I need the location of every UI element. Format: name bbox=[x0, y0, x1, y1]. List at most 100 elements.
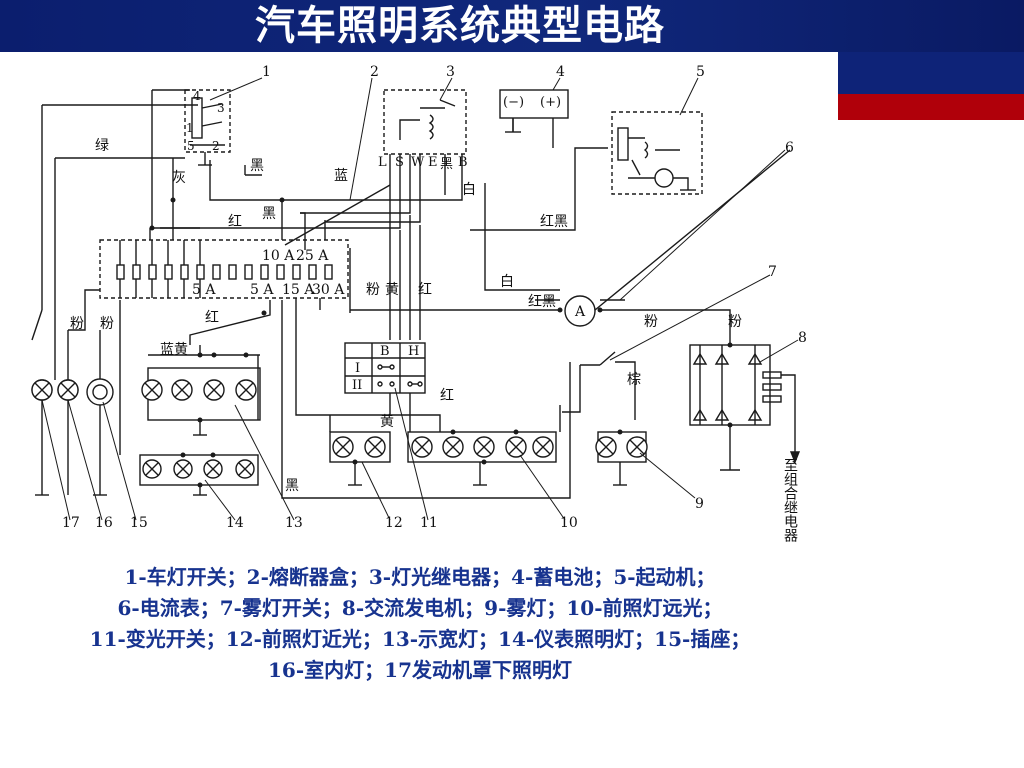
battery-positive: (+) bbox=[540, 95, 561, 110]
callout-1: 1 bbox=[262, 64, 271, 80]
wire-label-white: 白 bbox=[500, 274, 514, 290]
wire-label-black: 黑 bbox=[285, 478, 299, 494]
legend-line: 11-变光开关；12-前照灯近光；13-示宽灯；14-仪表照明灯；15-插座； bbox=[89, 627, 751, 651]
lamp-icon bbox=[411, 436, 433, 458]
dimmer-row-2: II bbox=[352, 378, 362, 393]
lamp-icon bbox=[332, 436, 354, 458]
lamp-icon bbox=[203, 379, 225, 401]
switch-terminals: 4 3 1 5 2 bbox=[186, 89, 225, 153]
lamp-icon bbox=[141, 379, 163, 401]
wire-label-red: 红 bbox=[228, 214, 242, 230]
fuse-rating-25a: 25 A bbox=[296, 248, 329, 264]
wire-label-yellow: 黄 bbox=[380, 413, 394, 430]
to-combination-relay: 至组合继电器 bbox=[782, 458, 798, 542]
callout-10: 10 bbox=[560, 515, 578, 531]
dimmer-row-1: I bbox=[355, 361, 360, 376]
callout-16: 16 bbox=[95, 515, 113, 531]
switch-terminal-2: 2 bbox=[212, 139, 220, 153]
fuse-row bbox=[116, 264, 333, 280]
callout-4: 4 bbox=[556, 64, 565, 80]
fuse-rating-30a: 30 A bbox=[312, 282, 345, 298]
junction-dots bbox=[149, 197, 733, 488]
fuse-rating-5a: 5 A bbox=[250, 282, 274, 298]
wire-label-black: 黑 bbox=[250, 158, 264, 174]
lamp-icon bbox=[171, 379, 193, 401]
callout-17: 17 bbox=[62, 515, 80, 531]
callout-11: 11 bbox=[420, 515, 438, 531]
switch-terminal-4: 4 bbox=[193, 89, 201, 103]
relay-terminal-s: S bbox=[395, 155, 404, 170]
slide-title: 汽车照明系统典型电路 bbox=[255, 3, 665, 49]
battery-negative: (−) bbox=[503, 95, 524, 110]
wire-label-red: 红 bbox=[440, 388, 454, 404]
switch-terminal-1: 1 bbox=[186, 121, 194, 135]
callout-7: 7 bbox=[768, 264, 777, 280]
wire-label-red: 红 bbox=[205, 310, 219, 326]
relay-terminal-w: W bbox=[411, 155, 425, 170]
lamp-icon bbox=[364, 436, 386, 458]
relay-terminal-b: B bbox=[458, 155, 468, 170]
relay-terminal-l: L bbox=[378, 155, 387, 170]
callout-13: 13 bbox=[285, 515, 303, 531]
dimmer-col-h: H bbox=[408, 344, 419, 359]
lamp-icon bbox=[532, 436, 554, 458]
wiring-diagram: 1 2 3 4 5 6 7 8 9 10 11 12 13 14 15 16 1… bbox=[31, 64, 807, 542]
wire-label-pink: 粉 bbox=[70, 316, 84, 332]
lamp-symbols bbox=[31, 379, 648, 479]
switch-terminal-5: 5 bbox=[187, 139, 195, 153]
lamp-icon bbox=[626, 436, 648, 458]
lamp-icon bbox=[203, 459, 223, 479]
wire-label-green: 绿 bbox=[95, 138, 109, 154]
wire-label-black: 黑 bbox=[262, 206, 276, 222]
lamp-icon bbox=[31, 379, 53, 401]
lamp-icon bbox=[235, 379, 257, 401]
callout-14: 14 bbox=[226, 515, 244, 531]
callout-12: 12 bbox=[385, 515, 403, 531]
lamp-icon bbox=[473, 436, 495, 458]
lamp-icon bbox=[173, 459, 193, 479]
wire-label-gray: 灰 bbox=[172, 170, 186, 186]
callout-15: 15 bbox=[130, 515, 148, 531]
lamp-icon bbox=[235, 459, 255, 479]
wire-label-pink: 粉 bbox=[728, 314, 742, 330]
callout-6: 6 bbox=[785, 140, 794, 156]
callout-9: 9 bbox=[695, 496, 704, 512]
wire-label-yellow: 黄 bbox=[385, 281, 399, 298]
fuse-rating-10a: 10 A bbox=[262, 248, 295, 264]
legend-line: 16-室内灯；17发动机罩下照明灯 bbox=[268, 658, 572, 682]
relay-terminal-e: E bbox=[428, 155, 438, 170]
callout-leaders bbox=[41, 77, 799, 521]
accent-block-blue bbox=[838, 52, 1024, 94]
callout-numbers: 1 2 3 4 5 6 7 8 9 10 11 12 13 14 15 16 1… bbox=[62, 64, 807, 531]
lamp-icon bbox=[505, 436, 527, 458]
switch-terminal-3: 3 bbox=[217, 101, 225, 115]
dimmer-labels: B H I II bbox=[352, 344, 419, 393]
legend-line: 6-电流表；7-雾灯开关；8-交流发电机；9-雾灯；10-前照灯远光； bbox=[117, 596, 723, 620]
accent-block-red bbox=[838, 94, 1024, 120]
legend-line: 1-车灯开关；2-熔断器盒；3-灯光继电器；4-蓄电池；5-起动机； bbox=[124, 565, 716, 589]
wire-label-blueyellow: 蓝黄 bbox=[160, 341, 188, 358]
component-legend: 1-车灯开关；2-熔断器盒；3-灯光继电器；4-蓄电池；5-起动机； 6-电流表… bbox=[0, 562, 840, 686]
wire-label-redblack: 红黑 bbox=[540, 214, 568, 230]
lamp-icon bbox=[442, 436, 464, 458]
lamp-icon bbox=[57, 379, 79, 401]
wire-label-pink: 粉 bbox=[100, 316, 114, 332]
fuse-ratings: 10 A 25 A 5 A 5 A 15 A 30 A bbox=[192, 248, 345, 298]
fuse-rating-15a: 15 A bbox=[282, 282, 315, 298]
callout-3: 3 bbox=[446, 64, 455, 80]
wire-label-pink: 粉 bbox=[644, 314, 658, 330]
wire-label-blue: 蓝 bbox=[334, 168, 348, 184]
lamp-icon bbox=[142, 459, 162, 479]
wire-label-white: 白 bbox=[462, 182, 476, 198]
callout-5: 5 bbox=[696, 64, 705, 80]
ammeter-symbol: A bbox=[574, 304, 586, 320]
title-bar: 汽车照明系统典型电路 bbox=[0, 0, 1024, 52]
callout-8: 8 bbox=[798, 330, 807, 346]
relay-terminals: L S W E 黑 B bbox=[378, 155, 468, 172]
wire-label-red: 红 bbox=[418, 282, 432, 298]
wire-label-brown: 棕 bbox=[627, 372, 641, 388]
lamp-icon bbox=[595, 436, 617, 458]
fuse-rating-5a: 5 A bbox=[192, 282, 216, 298]
wire-label-pink: 粉 bbox=[366, 282, 380, 298]
dimmer-col-b: B bbox=[380, 344, 390, 359]
